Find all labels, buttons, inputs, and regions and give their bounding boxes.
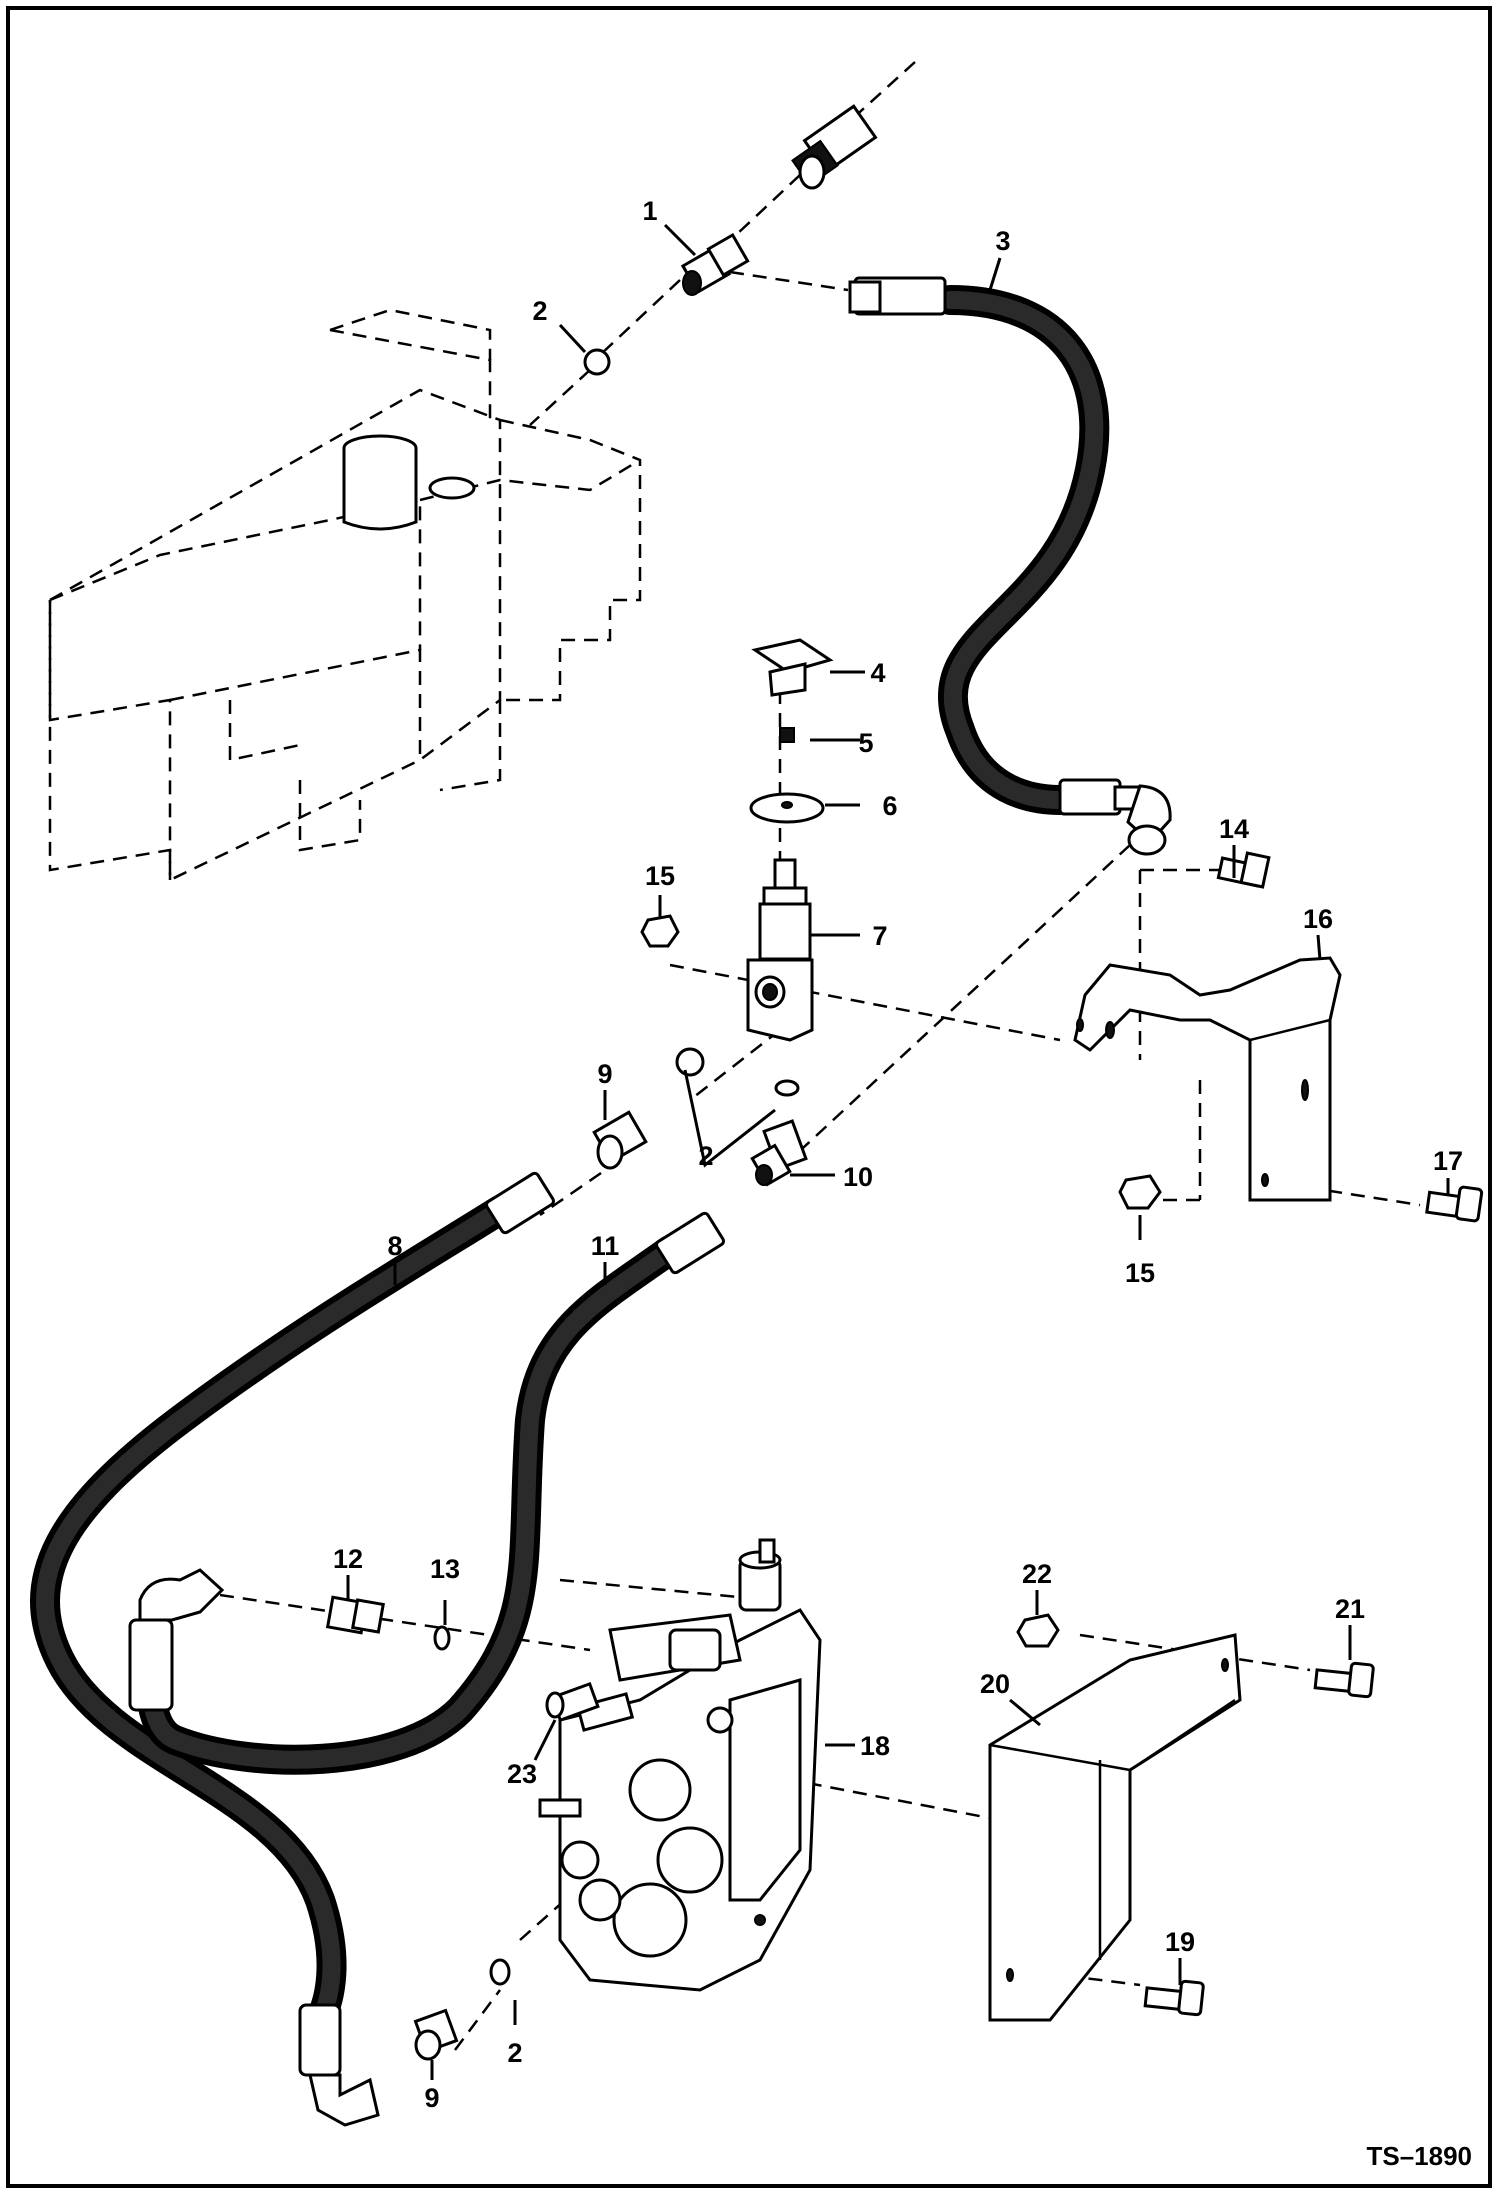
part-20-bracket <box>988 1633 1242 2022</box>
part-19-bolt <box>1143 1979 1205 2017</box>
callout-part-8: 8 <box>387 1231 402 1261</box>
part-6-washer <box>749 792 825 824</box>
callout-part-2-middle: 2 <box>698 1141 713 1171</box>
part-21-bolt <box>1313 1661 1375 1699</box>
part-12-fitting <box>325 1595 385 1635</box>
callout-part-13: 13 <box>430 1554 460 1584</box>
callout-part-9-lower: 9 <box>424 2083 439 2113</box>
part-2-o-ring-lower <box>489 1958 511 1986</box>
callout-part-7: 7 <box>872 921 887 951</box>
callout-part-1: 1 <box>642 196 657 226</box>
tank-filler-neck <box>342 434 476 531</box>
callout-part-5: 5 <box>858 728 873 758</box>
callout-part-21: 21 <box>1335 1594 1365 1624</box>
part-18-control-valve <box>538 1538 822 1992</box>
callout-part-17: 17 <box>1433 1146 1463 1176</box>
part-5-nut <box>779 727 795 743</box>
callout-part-23: 23 <box>507 1759 537 1789</box>
callout-part-9-upper: 9 <box>597 1059 612 1089</box>
callout-part-16: 16 <box>1303 904 1333 934</box>
part-23-fitting <box>545 1681 600 1723</box>
part-4-cap <box>751 638 834 697</box>
part-11-hose <box>128 1211 725 1775</box>
callout-part-6: 6 <box>882 791 897 821</box>
diagram-frame <box>6 6 1492 2188</box>
part-13-o-ring <box>433 1625 451 1651</box>
callout-part-11: 11 <box>591 1231 620 1261</box>
callout-part-15-lower: 15 <box>1125 1258 1155 1288</box>
callout-part-14: 14 <box>1219 814 1249 844</box>
callout-part-4: 4 <box>870 658 885 688</box>
callout-part-18: 18 <box>860 1731 890 1761</box>
part-9-fitting-lower <box>413 2008 459 2061</box>
upper-hose-coupler <box>791 104 878 190</box>
part-17-bolt <box>1425 1185 1484 1223</box>
part-2-o-ring-upper <box>583 348 611 376</box>
part-2-o-ring-middle-b <box>774 1079 800 1097</box>
hydraulic-tank-outline <box>48 308 642 882</box>
callout-part-15-upper: 15 <box>645 861 675 891</box>
part-3-hose <box>848 276 1172 856</box>
part-15-nut-upper <box>640 914 680 948</box>
part-2-o-ring-middle-a <box>675 1047 705 1077</box>
callout-part-12: 12 <box>333 1544 363 1574</box>
part-9-fitting-upper <box>592 1110 648 1170</box>
part-7-relief-valve <box>746 858 814 1042</box>
callout-part-10: 10 <box>843 1162 873 1192</box>
part-16-bracket <box>1073 956 1342 1202</box>
callout-part-22: 22 <box>1022 1559 1052 1589</box>
callout-part-2-lower: 2 <box>507 2038 522 2068</box>
part-14-bolt <box>1216 851 1271 889</box>
callout-part-19: 19 <box>1165 1927 1195 1957</box>
leader-lines <box>346 223 1450 2080</box>
callout-part-2-upper: 2 <box>532 296 547 326</box>
callout-part-3: 3 <box>995 226 1010 256</box>
drawing-reference-number: TS–1890 <box>1366 2141 1472 2171</box>
callout-part-20: 20 <box>980 1669 1010 1699</box>
part-8-hose <box>30 1171 555 2127</box>
part-10-elbow <box>750 1119 808 1187</box>
part-15-nut-lower <box>1118 1174 1162 1210</box>
part-22-nut <box>1016 1613 1060 1648</box>
callout-labels: 1 2 3 4 5 6 7 15 14 16 9 2 10 17 15 8 11… <box>333 196 1463 2113</box>
part-1-tee-fitting <box>680 232 750 296</box>
